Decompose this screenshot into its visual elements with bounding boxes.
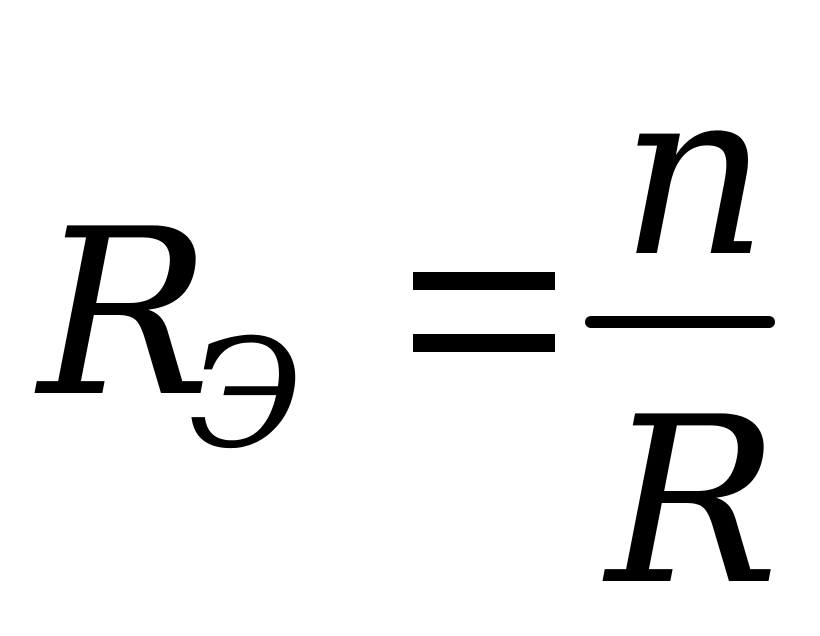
equals-bar-top — [413, 272, 555, 290]
denominator: R — [606, 369, 780, 636]
numerator: n — [620, 41, 769, 308]
lhs-symbol: R — [38, 181, 212, 448]
formula: R Э n R — [38, 41, 779, 618]
equals-sign — [413, 272, 555, 352]
fraction-bar — [585, 316, 775, 328]
lhs-subscript: Э — [188, 308, 303, 482]
equals-bar-bottom — [413, 334, 555, 352]
